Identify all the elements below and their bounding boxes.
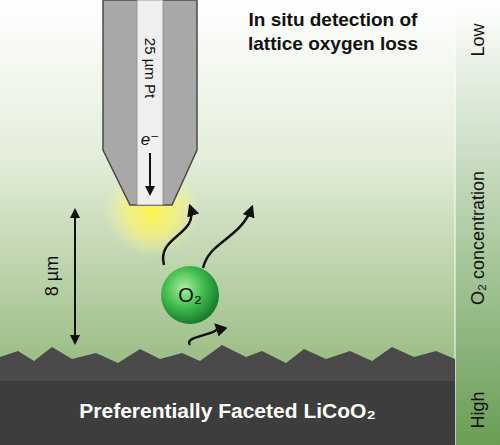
concentration-bar	[455, 0, 500, 445]
substrate: Preferentially Faceted LiCoO₂	[0, 345, 455, 445]
node-text: O₂	[178, 284, 201, 307]
platinum-wire	[137, 0, 163, 205]
substrate-band	[0, 381, 455, 445]
electrode: 25 µm Pt e⁻	[100, 0, 200, 206]
electrode-sheath	[103, 0, 197, 205]
dimension-label: 8 µm	[42, 256, 63, 296]
node-text: 25 µm Pt	[142, 38, 159, 98]
flow-arrow	[189, 325, 217, 345]
node-text: e⁻	[141, 129, 159, 150]
dimension-arrow	[74, 210, 76, 343]
axis-label: High	[468, 391, 489, 428]
oxygen-ball	[161, 266, 219, 324]
oxygen-molecule: O₂	[160, 265, 220, 325]
escape-arrow	[203, 207, 252, 268]
axis-label: O₂ concentration	[468, 171, 489, 305]
electrode-shape	[100, 0, 200, 206]
ground	[0, 0, 455, 445]
faceted-surface	[0, 345, 455, 445]
flow-arrow	[163, 206, 191, 265]
substrate-shape	[0, 345, 455, 445]
node-text: Preferentially Faceted LiCoO₂	[79, 399, 375, 423]
axis-label: Low	[468, 23, 489, 56]
title: In situ detection of lattice oxygen loss	[222, 8, 444, 57]
electron-arrow	[149, 153, 151, 194]
